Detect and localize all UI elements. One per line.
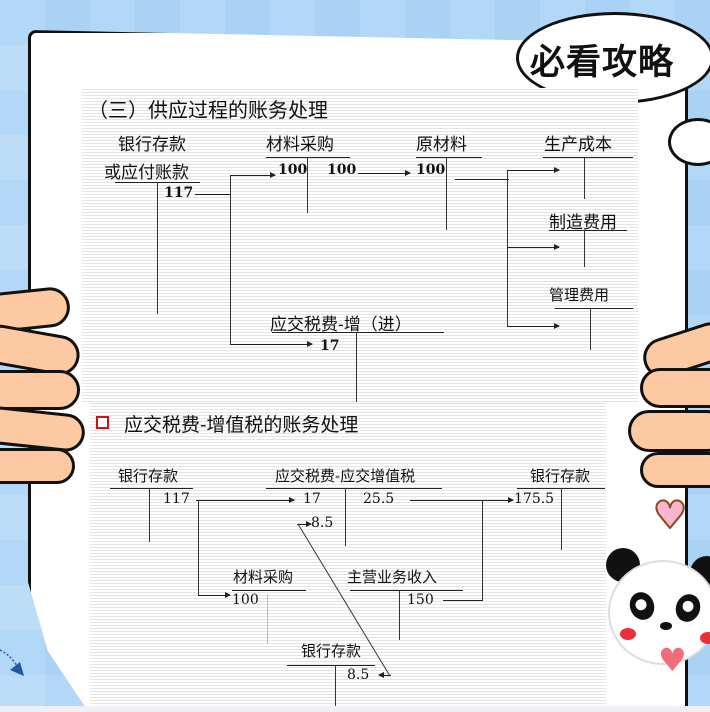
panda-nose [660,622,672,630]
account-material-purchase-2-label: 材料采购 [233,568,294,586]
t-account-bar [543,157,633,158]
t-account-stem [356,332,357,402]
flow-line [195,194,231,195]
vat-payable-debit-1: 17 [303,491,321,507]
account-overhead-label: 制造费用 [549,213,617,233]
account-vat-payable-label: 应交税费-应交增值税 [275,467,416,485]
flow-line [482,500,483,600]
raw-material-debit: 100 [416,162,446,178]
account-bank-bottom-label: 银行存款 [301,642,362,660]
flow-line [230,175,231,345]
t-account-stem [590,308,591,350]
bank-right-debit: 175.5 [514,491,555,507]
bank-left-credit: 117 [163,491,190,507]
account-vat-input-label: 应交税费-增（进） [270,315,412,335]
vat-payable-credit: 25.5 [363,491,395,507]
t-account-bar [549,230,627,231]
flow-arrow [507,167,560,173]
main-revenue-credit: 150 [407,592,434,608]
flow-arrow [507,244,560,250]
t-account-stem [157,182,158,314]
small-speech-bubble [668,118,710,166]
bank-credit-value: 117 [164,185,194,201]
account-main-revenue-label: 主营业务收入 [347,568,438,586]
square-bullet-icon [96,416,109,429]
t-account-bar [350,590,463,591]
panda-eye [671,590,705,626]
account-production-cost-label: 生产成本 [544,135,612,155]
heart-icon: ♥ [658,641,687,679]
panda-cheek [620,628,636,640]
account-bank-left-label: 银行存款 [118,467,179,485]
flow-arrow [297,521,312,527]
flow-arrow [378,672,391,678]
t-account-stem [446,157,447,230]
t-account-bar [287,665,375,666]
bank-bottom-credit: 8.5 [347,667,370,683]
section2-title: 应交税费-增值税的账务处理 [124,414,359,436]
left-hand-finger [0,370,80,410]
t-account-stem [345,488,346,546]
flow-line [198,500,199,595]
flow-arrow [358,170,411,176]
flow-line [507,170,508,326]
right-hand-finger [640,452,710,488]
material-purchase-debit: 100 [278,162,308,178]
heart-icon: ♥ [652,493,688,537]
t-account-bar [232,590,306,591]
slide-supply-process [82,88,638,404]
t-account-stem [584,230,585,267]
flow-arrow [198,592,231,598]
vat-payable-debit-2: 8.5 [311,515,334,531]
account-payable-label: 或应付账款 [104,163,189,183]
slide-vat-process [90,403,606,712]
right-hand-finger [640,368,710,408]
t-account-bar [272,332,444,333]
t-account-stem [335,665,336,710]
right-hand-finger [628,410,710,452]
t-account-stem [307,157,308,213]
flow-line [455,179,509,180]
material-purchase-2-debit: 100 [232,592,259,608]
flow-arrow [196,497,295,503]
account-raw-material-label: 原材料 [416,135,467,155]
account-bank-label: 银行存款 [118,135,186,155]
diagonal-flow-line [297,523,391,677]
panda-icon [608,560,710,665]
vat-input-debit: 17 [320,338,340,354]
material-purchase-credit: 100 [327,162,357,178]
left-hand-finger [0,448,75,484]
flow-arrow [230,341,313,347]
t-account-bar [555,308,633,309]
t-account-stem [584,157,585,199]
account-admin-expense-label: 管理费用 [549,286,610,304]
flow-line [443,600,483,601]
panda-eye [625,588,659,624]
t-account-bar [416,157,482,158]
account-bank-right-label: 银行存款 [530,467,591,485]
dashed-arrow-icon [0,649,24,676]
t-account-stem [561,488,562,550]
footer-strip [0,706,710,712]
t-account-bar [266,157,350,158]
flow-arrow [230,172,276,178]
t-account-stem [267,594,268,644]
t-account-bar [266,488,442,489]
t-account-stem [399,590,400,640]
t-account-bar [110,488,193,489]
account-material-purchase-label: 材料采购 [266,135,334,155]
badge-text: 必看攻略 [530,43,675,83]
panda-cheek [700,632,710,644]
flow-arrow [410,497,514,503]
section1-title: （三）供应过程的账务处理 [88,98,328,122]
t-account-stem [149,488,150,542]
flow-arrow [507,323,560,329]
